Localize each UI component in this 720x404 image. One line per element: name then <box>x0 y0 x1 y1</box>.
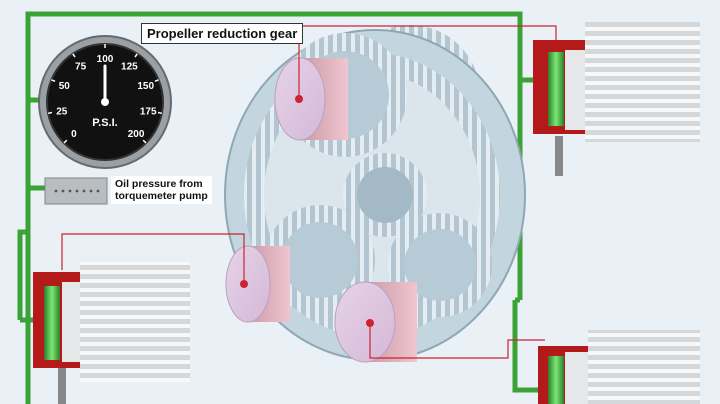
piston-assembly-top-right <box>533 22 700 176</box>
oil-pipe-network <box>17 11 548 404</box>
gauge-tick-mark <box>51 79 56 82</box>
gauge-tick-mark <box>154 79 159 82</box>
gauge-tick-label: 25 <box>56 107 68 118</box>
gauge-tick-label: 150 <box>137 81 154 92</box>
gauge-tick-label: 50 <box>59 81 71 92</box>
gauge-tick-mark <box>63 139 68 144</box>
gauge-tick-mark <box>134 53 138 58</box>
shaft-top <box>274 57 348 141</box>
sun-gear <box>343 153 427 237</box>
shaft-left <box>225 245 290 323</box>
gauge-tick-mark <box>47 111 53 115</box>
gauge-tick-label: 100 <box>97 54 114 65</box>
gauge-tick-mark <box>72 53 76 58</box>
callout-lines <box>61 25 557 359</box>
gauge-tick-label: 75 <box>75 61 87 72</box>
piston-assembly-left <box>33 262 190 404</box>
piston-assembly-bottom-right <box>538 330 700 404</box>
gauge-tick-label: 125 <box>121 61 138 72</box>
gauge-tick-mark <box>157 111 163 115</box>
diagram-title: Propeller reduction gear <box>141 23 304 44</box>
pressure-gauge: 025 50 75 100 125 150 175 200 P.S.I. <box>38 35 172 169</box>
torquemeter-pump-box <box>44 177 108 205</box>
shaft-bottom <box>334 281 417 363</box>
oil-pressure-label: Oil pressure from torquemeter pump <box>111 176 212 204</box>
oil-label-line1: Oil pressure from <box>115 178 203 190</box>
gauge-tick-mark <box>142 139 147 144</box>
planet-gear-left <box>265 205 375 315</box>
gauge-tick-label: 0 <box>71 129 77 140</box>
gauge-unit-label: P.S.I. <box>92 117 117 129</box>
gauge-tick-label: 175 <box>140 107 157 118</box>
oil-label-line2: torquemeter pump <box>115 190 208 202</box>
gauge-tick-label: 200 <box>128 129 145 140</box>
